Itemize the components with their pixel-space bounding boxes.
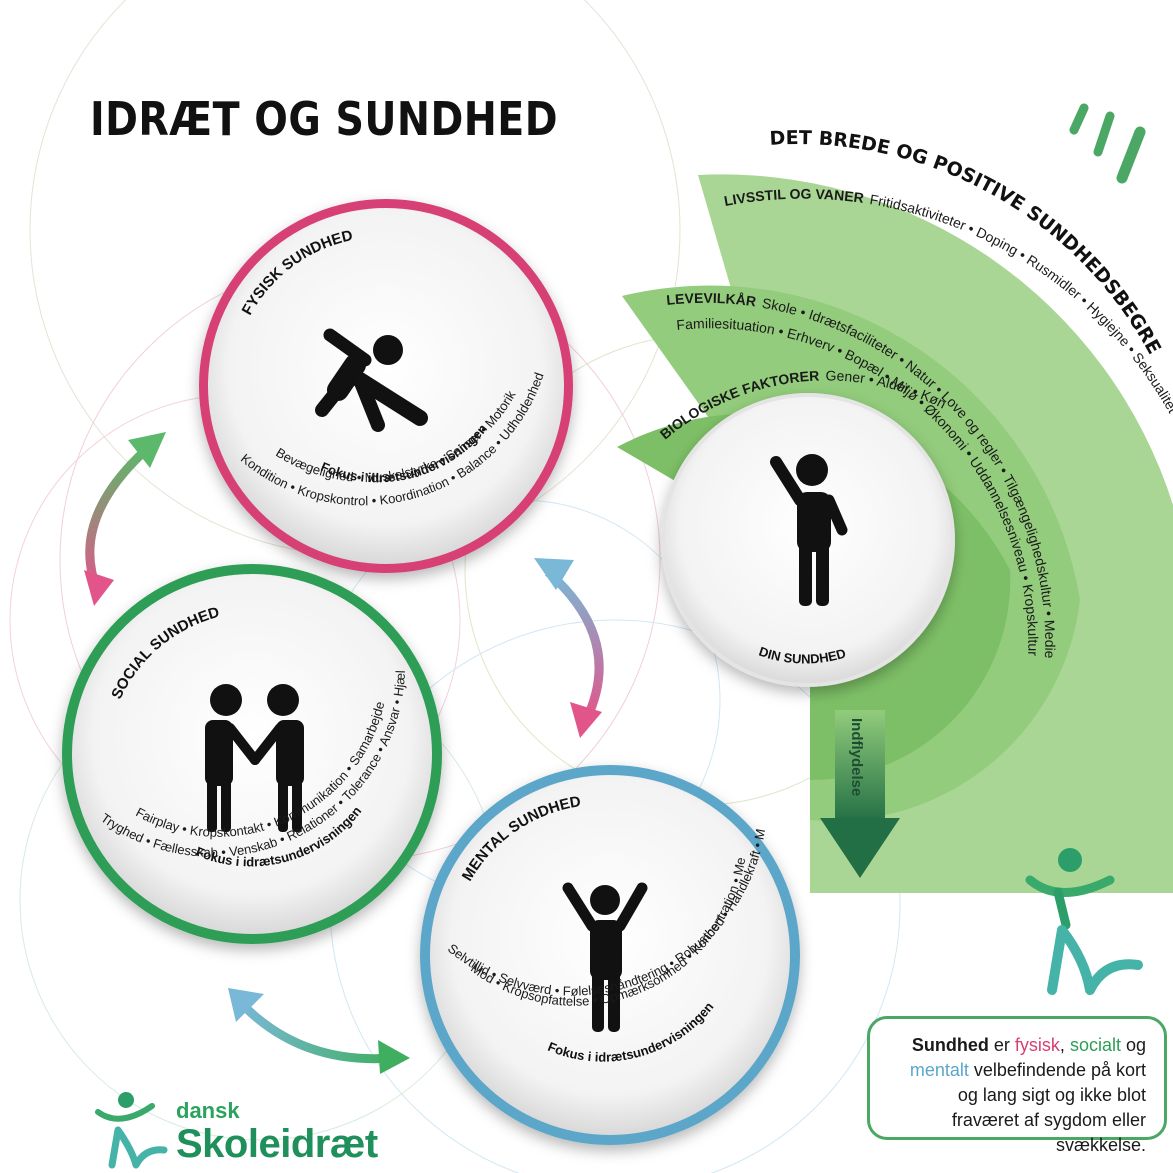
def-socialt: socialt [1069, 1035, 1121, 1055]
arrow-social-mental [228, 988, 410, 1074]
brand-dansk: dansk [176, 1098, 240, 1123]
cheering-person-icon [562, 882, 648, 1032]
arrow-fysisk-social [84, 432, 166, 606]
def-sundhed: Sundhed [911, 1035, 989, 1055]
page-title: IDRÆT OG SUNDHED [90, 92, 558, 146]
decorative-strokes [1069, 103, 1146, 184]
fysisk-sundhed-disc: FYSISK SUNDHED Fokus i idrætsundervisnin… [199, 199, 573, 573]
def-rest: velbefindende på kort og lang sigt og ik… [951, 1060, 1146, 1155]
din-sundhed-disc: DIN SUNDHED [661, 393, 955, 687]
levevilkar-label: LEVEVILKÅR [666, 290, 758, 310]
def-fysisk: fysisk [1014, 1035, 1060, 1055]
def-w2: er [988, 1035, 1015, 1055]
definition-box: Sundhed er fysisk, socialt og mentalt ve… [867, 1016, 1167, 1155]
skoleidraet-logo-icon [95, 1092, 168, 1169]
handshake-people-icon [205, 684, 304, 832]
def-w4: , [1059, 1035, 1070, 1055]
running-person-icon [315, 328, 428, 432]
def-mentalt: mentalt [909, 1060, 969, 1080]
waving-person-icon [770, 454, 848, 606]
arrow-fysisk-mental [534, 558, 604, 738]
def-w6: og [1120, 1035, 1146, 1055]
dancer-logo-icon [1025, 848, 1143, 995]
indflydelse-arrow [820, 710, 900, 878]
brand-skoleidraet: Skoleidræt [176, 1122, 378, 1166]
indflydelse-label: Indflydelse [848, 718, 865, 796]
